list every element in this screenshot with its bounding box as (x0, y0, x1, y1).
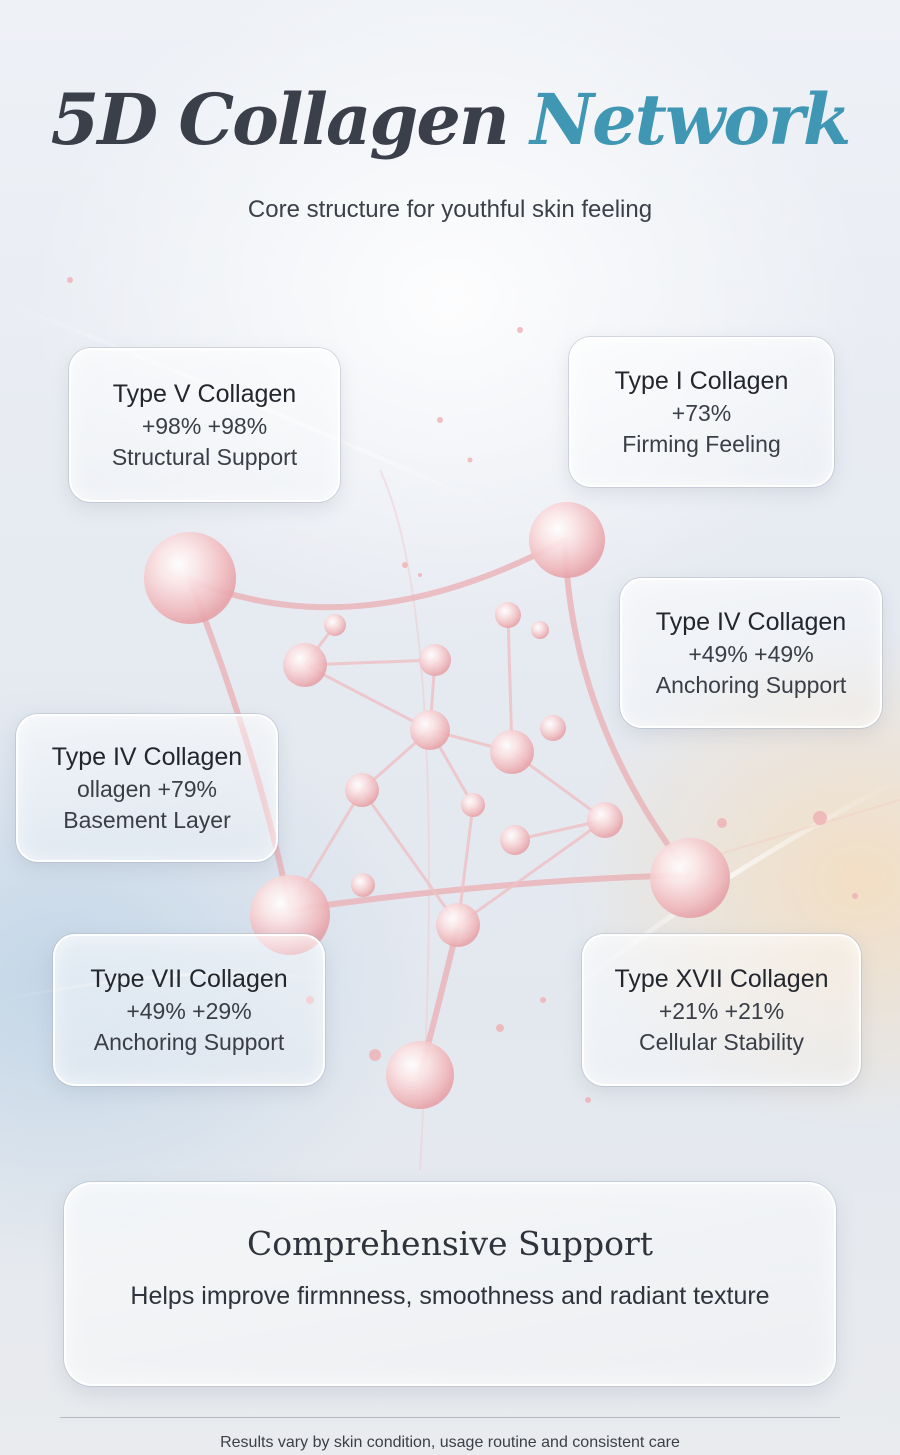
card-description: Structural Support (111, 443, 298, 470)
card-name: Type I Collagen (614, 366, 789, 395)
title-accent: Network (530, 78, 851, 161)
footer-divider (60, 1417, 840, 1418)
card-name: Type XVII Collagen (614, 964, 829, 993)
collagen-card-type-vii: Type VII Collagen +49% +29% Anchoring Su… (53, 934, 325, 1086)
card-name: Type V Collagen (112, 379, 297, 408)
card-name: Type IV Collagen (655, 607, 847, 636)
molecule-small-spheres (283, 602, 623, 947)
card-description: Basement Layer (63, 806, 231, 833)
collagen-card-type-xvii: Type XVII Collagen +21% +21% Cellular St… (582, 934, 861, 1086)
card-description: Firming Feeling (622, 430, 781, 457)
collagen-card-type-v: Type V Collagen +98% +98% Structural Sup… (69, 348, 340, 502)
summary-body: Helps improve firmnness, smoothness and … (130, 1282, 770, 1310)
card-stats: +98% +98% (141, 412, 268, 439)
card-description: Cellular Stability (639, 1028, 804, 1055)
card-stats: +49% +49% (688, 640, 814, 667)
summary-heading: Comprehensive Support (246, 1224, 654, 1263)
page-subtitle: Core structure for youthful skin feeling (247, 196, 653, 223)
summary-panel: Comprehensive Support Helps improve firm… (64, 1182, 836, 1386)
card-stats: +49% +29% (126, 997, 252, 1024)
card-stats: +21% +21% (658, 997, 785, 1024)
title-main: 5D Collagen (50, 78, 510, 161)
card-name: Type IV Collagen (51, 742, 243, 771)
card-description: Anchoring Support (655, 671, 847, 698)
card-stats: ollagen +79% (76, 775, 218, 802)
footer-disclaimer: Results vary by skin condition, usage ro… (220, 1434, 680, 1451)
collagen-card-type-i: Type I Collagen +73% Firming Feeling (569, 337, 834, 487)
card-name: Type VII Collagen (90, 964, 288, 993)
card-stats: +73% (671, 399, 732, 426)
card-description: Anchoring Support (93, 1028, 285, 1055)
collagen-card-type-iv-right: Type IV Collagen +49% +49% Anchoring Sup… (620, 578, 882, 728)
page-title: 5D Collagen Network (0, 78, 900, 162)
collagen-card-type-iv-left: Type IV Collagen ollagen +79% Basement L… (16, 714, 278, 862)
